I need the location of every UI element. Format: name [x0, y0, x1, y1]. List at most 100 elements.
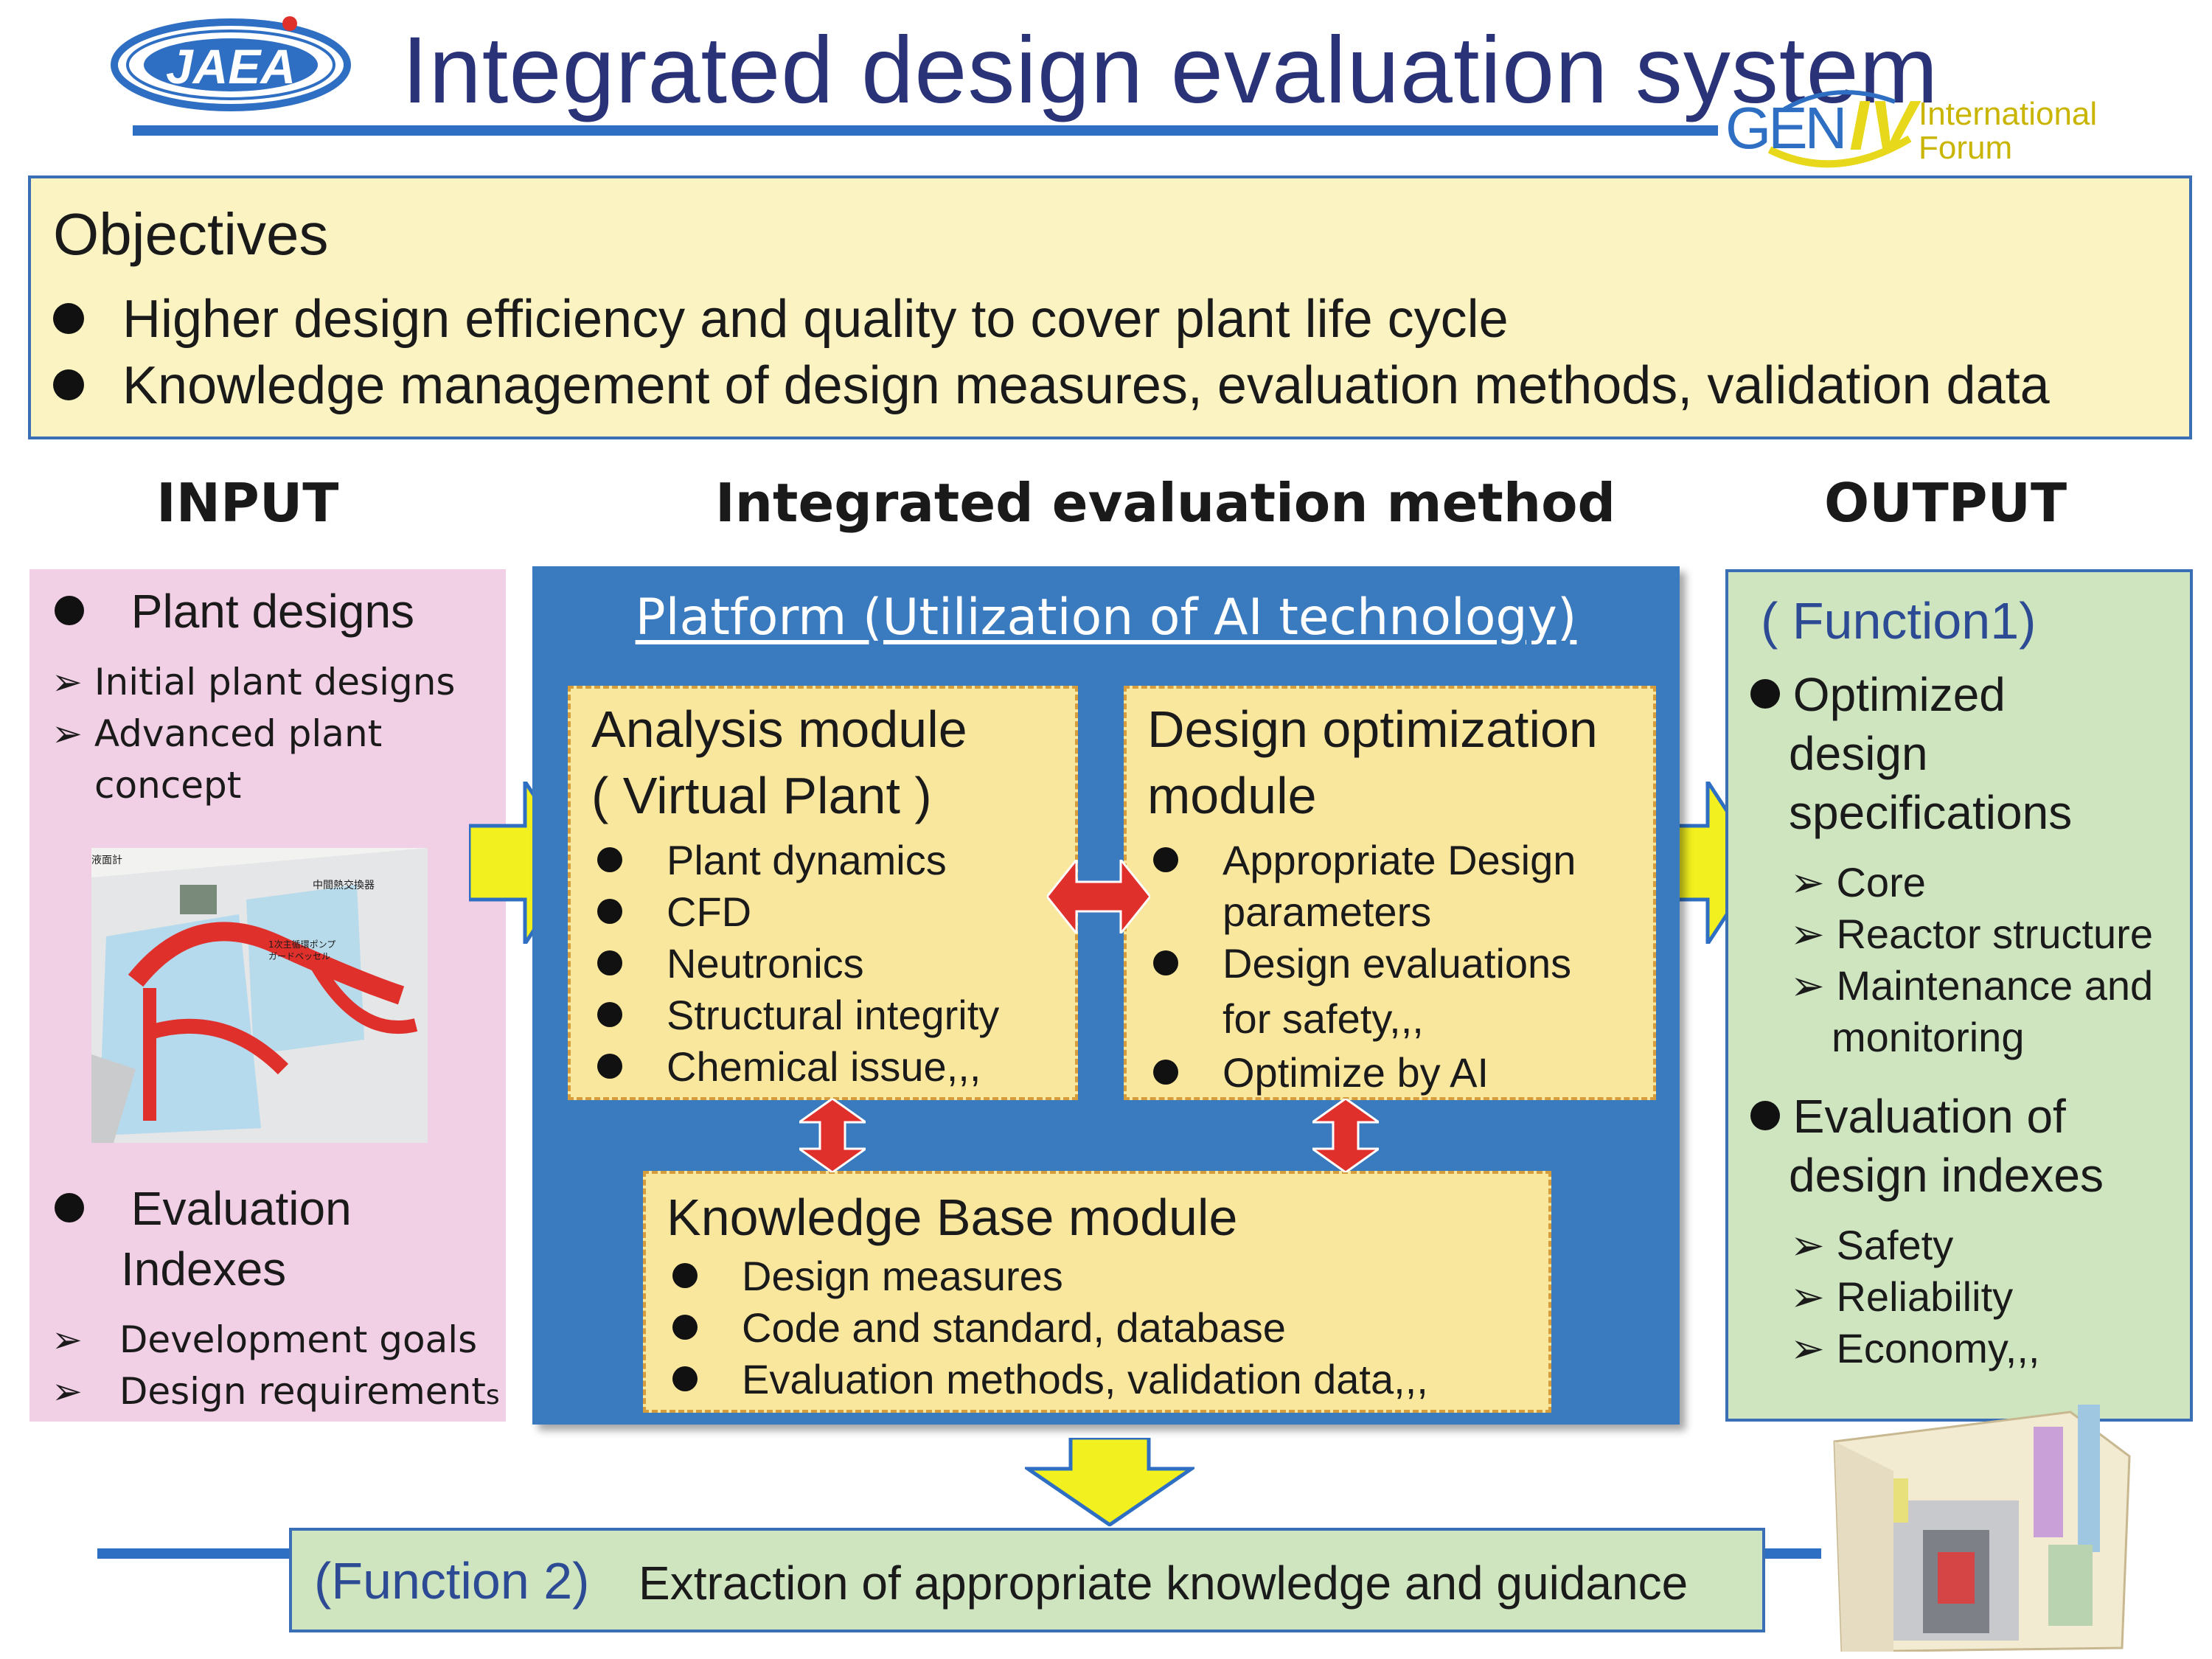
bullet-icon [597, 899, 622, 925]
plant-schematic-image: 液面計 中間熱交換器 1次主循環ポンプ ガードベッセル [91, 848, 428, 1143]
module-item-text: Code and standard, database [742, 1304, 1286, 1351]
bullet-icon [1153, 847, 1178, 873]
vertical-double-arrow-icon [1312, 1099, 1379, 1172]
input-sub-text: Development goals [119, 1318, 478, 1361]
gen-iv-logo: GEN IV International Forum [1725, 80, 2138, 175]
input-sub-item: ➢ Advanced plant [52, 712, 382, 755]
bullet-icon [672, 1366, 698, 1392]
output-heading-text: specifications [1789, 786, 2073, 839]
bullet-icon [672, 1315, 698, 1340]
output-sub-text: Safety [1836, 1222, 1954, 1268]
knowledge-base-module: Knowledge Base module Design measures Co… [643, 1171, 1551, 1413]
module-item-text: Evaluation methods, validation data,,, [742, 1356, 1428, 1402]
module-item: Appropriate Design [1153, 836, 1576, 884]
output-heading-text: design [1789, 727, 1928, 780]
bullet-icon [1153, 950, 1178, 976]
function1-label: ( Function1) [1761, 592, 2037, 650]
evaluation-indexes-heading: Evaluation [55, 1181, 352, 1236]
input-sub-item: ➢ Design requirements [52, 1370, 500, 1413]
module-item-text: parameters [1222, 888, 1432, 935]
input-sub-text: Advanced plant [94, 712, 383, 755]
bullet-icon [1750, 679, 1780, 709]
image-label: ガードベッセル [268, 951, 331, 961]
bullet-icon [53, 302, 84, 334]
analysis-module: Analysis module ( Virtual Plant ) Plant … [568, 686, 1078, 1100]
output-heading-text: design indexes [1789, 1149, 2104, 1202]
function2-label: (Function 2) [314, 1552, 590, 1610]
function2-text: Extraction of appropriate knowledge and … [639, 1557, 1688, 1610]
module-item: Structural integrity [597, 991, 999, 1039]
jaea-logo-text: JAEA [165, 39, 296, 94]
arrowhead-icon: ➢ [52, 661, 83, 703]
reactor-image [1827, 1397, 2137, 1653]
gen-logo-numeral: IV [1849, 86, 1916, 165]
plant-designs-heading: Plant designs [55, 584, 414, 639]
optimization-module-subtitle: module [1147, 767, 1317, 824]
module-item: Plant dynamics [597, 836, 947, 884]
output-sub-text: monitoring [1832, 1014, 2025, 1060]
module-item: Evaluation methods, validation data,,, [672, 1355, 1428, 1403]
arrowhead-icon: ➢ [1790, 1222, 1825, 1270]
input-sub-text: concept [94, 764, 242, 807]
down-arrow [1025, 1438, 1194, 1526]
output-heading-text: Evaluation of [1792, 1090, 2066, 1143]
module-item: Chemical issue,,, [597, 1043, 981, 1091]
arrowhead-icon: ➢ [52, 712, 83, 755]
input-panel: Plant designs ➢ Initial plant designs ➢ … [29, 569, 506, 1422]
bullet-icon [597, 1054, 622, 1079]
arrowhead-icon: ➢ [1790, 859, 1825, 907]
module-item-text: Optimize by AI [1222, 1049, 1489, 1096]
optimization-module: Design optimization module Appropriate D… [1124, 686, 1656, 1100]
input-sub-item: ➢ Development goals [52, 1318, 477, 1361]
analysis-module-title: Analysis module [591, 700, 967, 758]
output-heading: Optimized [1750, 665, 2006, 724]
bullet-icon [597, 950, 622, 976]
output-sub-item: ➢ Core [1790, 858, 1926, 907]
module-item-text: Chemical issue,,, [667, 1043, 981, 1090]
bullet-icon [55, 1193, 84, 1223]
input-sub-item: ➢ Initial plant designs [52, 661, 455, 703]
output-sub-text: Reliability [1836, 1273, 2014, 1320]
function2-box: (Function 2) Extraction of appropriate k… [289, 1528, 1765, 1632]
output-sub-item: ➢ Safety [1790, 1221, 1953, 1270]
objective-item: Higher design efficiency and quality to … [53, 289, 1509, 349]
module-item-text: for safety,,, [1222, 995, 1424, 1042]
image-label: 中間熱交換器 [313, 880, 375, 891]
bullet-icon [597, 1002, 622, 1028]
objective-text: Knowledge management of design measures,… [122, 356, 2050, 415]
page-title: Integrated design evaluation system [402, 18, 1939, 123]
output-sub-item: ➢ Reactor structure [1790, 910, 2153, 959]
module-item: Design evaluations [1153, 939, 1571, 987]
output-heading-text: Optimized [1792, 668, 2006, 721]
module-item: Neutronics [597, 939, 864, 987]
input-sub-text: Design requirement [119, 1370, 486, 1413]
gen-logo-line2: Forum [1919, 130, 2013, 166]
objectives-box: Objectives Higher design efficiency and … [28, 175, 2192, 439]
title-rule [133, 125, 1718, 136]
arrowhead-icon: ➢ [1790, 1273, 1825, 1321]
analysis-module-subtitle: ( Virtual Plant ) [591, 767, 932, 824]
module-item: Optimize by AI [1153, 1048, 1489, 1096]
objectives-title: Objectives [53, 201, 329, 267]
module-item-text: Structural integrity [667, 992, 1000, 1038]
objective-item: Knowledge management of design measures,… [53, 355, 2050, 416]
evaluation-label: Evaluation [131, 1182, 352, 1235]
input-sub-text: Initial plant designs [94, 661, 456, 703]
output-heading: Evaluation of [1750, 1087, 2066, 1146]
jaea-logo: JAEA [109, 7, 352, 118]
bullet-icon [1750, 1101, 1780, 1131]
output-header: OUTPUT [1824, 472, 2067, 534]
output-sub-item: ➢ Economy,,, [1790, 1324, 2039, 1373]
module-item: Design measures [672, 1252, 1063, 1300]
knowledge-module-title: Knowledge Base module [667, 1189, 1238, 1246]
module-item: Code and standard, database [672, 1304, 1286, 1352]
horizontal-double-arrow-icon [1047, 860, 1150, 933]
output-sub-item: ➢ Maintenance and [1790, 961, 2153, 1010]
module-item-text: CFD [667, 888, 752, 935]
module-item-text: Design evaluations [1222, 940, 1572, 987]
output-sub-text: Economy,,, [1836, 1325, 2040, 1371]
vertical-double-arrow-icon [799, 1099, 866, 1172]
module-item-text: Neutronics [667, 940, 864, 987]
module-item-text: Appropriate Design [1222, 837, 1576, 883]
bullet-icon [1153, 1060, 1178, 1085]
